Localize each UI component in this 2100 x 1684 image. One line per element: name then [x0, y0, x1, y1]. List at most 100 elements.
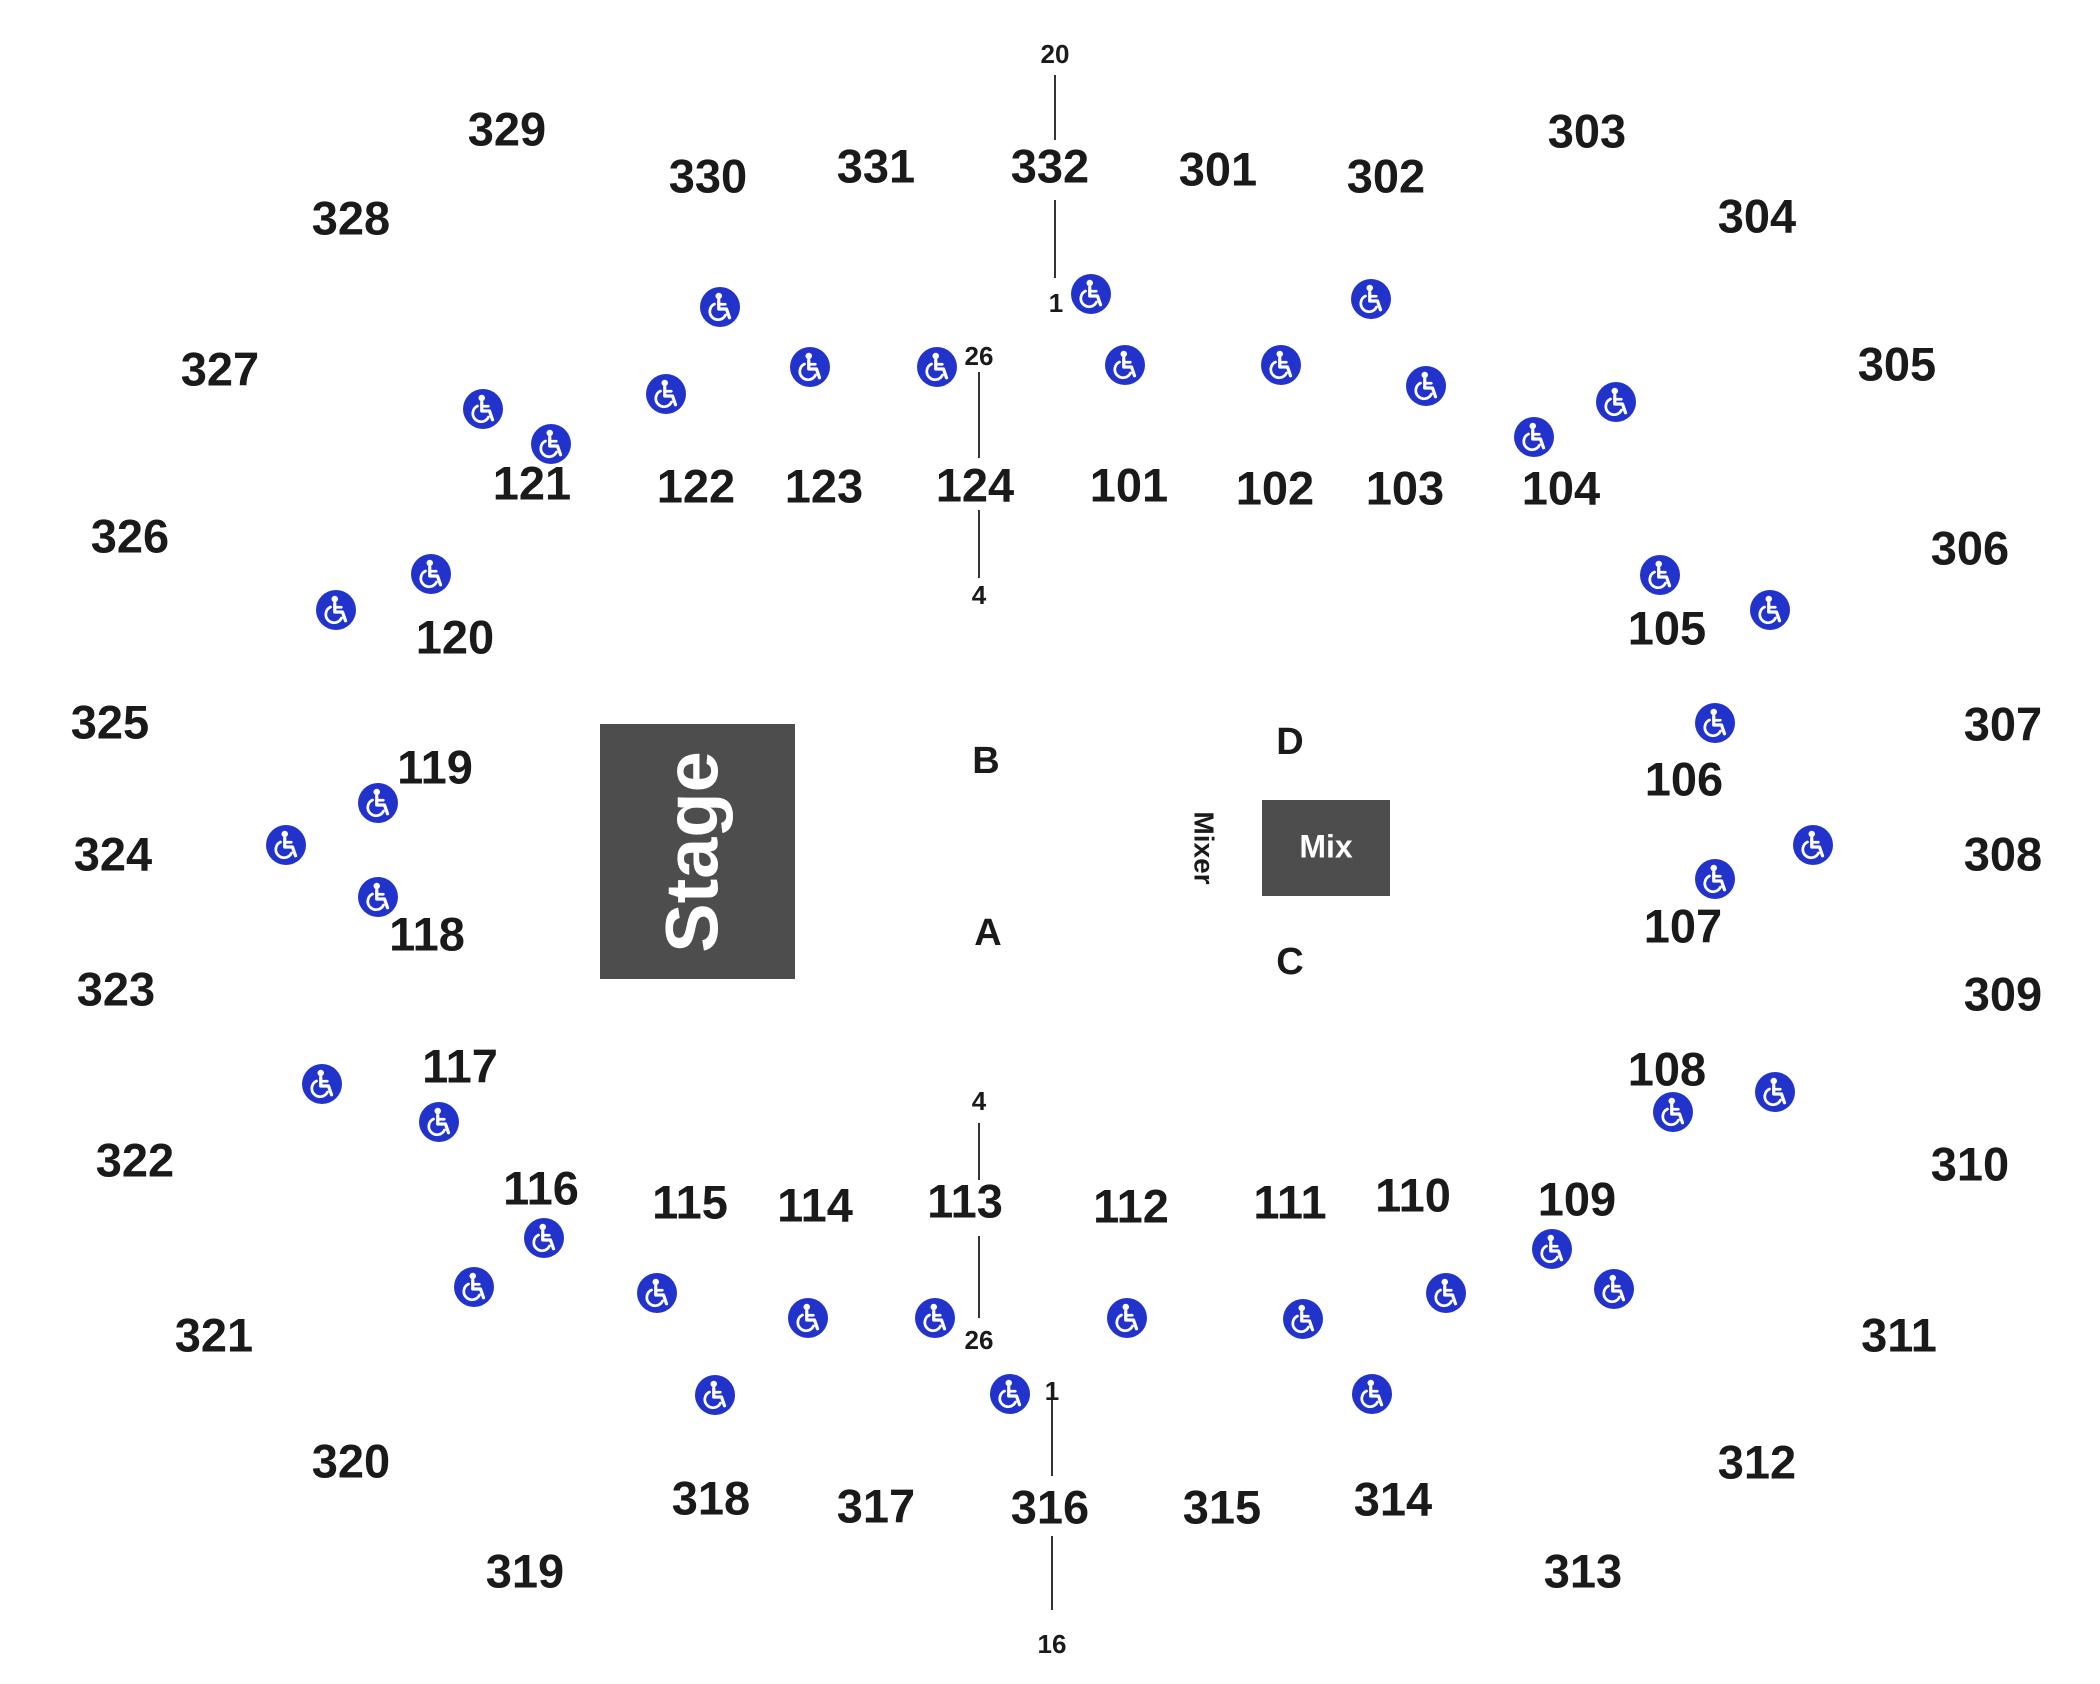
- section-317[interactable]: 317: [837, 1479, 915, 1532]
- section-119[interactable]: 119: [397, 740, 473, 793]
- wheelchair-icon[interactable]: [1596, 382, 1636, 422]
- section-313[interactable]: 313: [1544, 1544, 1622, 1597]
- wheelchair-icon[interactable]: [358, 877, 398, 917]
- section-306[interactable]: 306: [1931, 521, 2009, 574]
- wheelchair-icon[interactable]: [1352, 1374, 1392, 1414]
- wheelchair-icon[interactable]: [302, 1064, 342, 1104]
- wheelchair-icon[interactable]: [1695, 859, 1735, 899]
- wheelchair-icon[interactable]: [1261, 345, 1301, 385]
- section-315[interactable]: 315: [1183, 1480, 1261, 1533]
- section-330[interactable]: 330: [669, 149, 747, 202]
- wheelchair-icon[interactable]: [790, 347, 830, 387]
- section-331[interactable]: 331: [837, 139, 915, 192]
- section-a[interactable]: A: [974, 912, 1001, 954]
- section-323[interactable]: 323: [77, 962, 155, 1015]
- section-327[interactable]: 327: [181, 342, 259, 395]
- section-111[interactable]: 111: [1253, 1175, 1326, 1228]
- wheelchair-icon[interactable]: [1594, 1269, 1634, 1309]
- section-124[interactable]: 124: [936, 458, 1014, 511]
- wheelchair-icon[interactable]: [1640, 555, 1680, 595]
- wheelchair-icon[interactable]: [1406, 366, 1446, 406]
- section-108[interactable]: 108: [1628, 1042, 1706, 1095]
- wheelchair-icon[interactable]: [463, 389, 503, 429]
- wheelchair-icon[interactable]: [1793, 825, 1833, 865]
- wheelchair-icon[interactable]: [524, 1218, 564, 1258]
- section-303[interactable]: 303: [1548, 104, 1626, 157]
- wheelchair-icon[interactable]: [788, 1298, 828, 1338]
- section-322[interactable]: 322: [96, 1133, 174, 1186]
- section-118[interactable]: 118: [389, 907, 465, 960]
- section-305[interactable]: 305: [1858, 337, 1936, 390]
- wheelchair-icon[interactable]: [646, 374, 686, 414]
- section-316[interactable]: 316: [1011, 1480, 1089, 1533]
- section-103[interactable]: 103: [1366, 461, 1444, 514]
- section-112[interactable]: 112: [1093, 1179, 1169, 1232]
- section-101[interactable]: 101: [1090, 458, 1168, 511]
- section-b[interactable]: B: [972, 740, 999, 782]
- wheelchair-icon[interactable]: [1755, 1072, 1795, 1112]
- section-302[interactable]: 302: [1347, 149, 1425, 202]
- section-301[interactable]: 301: [1179, 142, 1257, 195]
- section-320[interactable]: 320: [312, 1434, 390, 1487]
- section-318[interactable]: 318: [672, 1471, 750, 1524]
- wheelchair-icon[interactable]: [1653, 1092, 1693, 1132]
- section-329[interactable]: 329: [468, 102, 546, 155]
- wheelchair-icon[interactable]: [917, 347, 957, 387]
- wheelchair-icon[interactable]: [1105, 345, 1145, 385]
- section-310[interactable]: 310: [1931, 1137, 2009, 1190]
- section-d[interactable]: D: [1276, 721, 1303, 763]
- section-321[interactable]: 321: [175, 1308, 253, 1361]
- section-332[interactable]: 332: [1011, 139, 1089, 192]
- section-106[interactable]: 106: [1645, 752, 1723, 805]
- section-307[interactable]: 307: [1964, 697, 2042, 750]
- section-107[interactable]: 107: [1644, 899, 1722, 952]
- wheelchair-icon[interactable]: [695, 1375, 735, 1415]
- wheelchair-icon[interactable]: [915, 1298, 955, 1338]
- section-121[interactable]: 121: [493, 456, 571, 509]
- wheelchair-icon[interactable]: [454, 1267, 494, 1307]
- section-309[interactable]: 309: [1964, 967, 2042, 1020]
- section-314[interactable]: 314: [1354, 1472, 1432, 1525]
- wheelchair-icon[interactable]: [1514, 417, 1554, 457]
- wheelchair-icon[interactable]: [1532, 1229, 1572, 1269]
- wheelchair-icon[interactable]: [1750, 590, 1790, 630]
- section-308[interactable]: 308: [1964, 827, 2042, 880]
- section-102[interactable]: 102: [1236, 461, 1314, 514]
- wheelchair-icon[interactable]: [637, 1273, 677, 1313]
- section-110[interactable]: 110: [1375, 1168, 1451, 1221]
- wheelchair-icon[interactable]: [266, 825, 306, 865]
- wheelchair-icon[interactable]: [1426, 1273, 1466, 1313]
- section-120[interactable]: 120: [416, 610, 494, 663]
- wheelchair-icon[interactable]: [358, 783, 398, 823]
- section-328[interactable]: 328: [312, 191, 390, 244]
- section-311[interactable]: 311: [1861, 1308, 1937, 1361]
- wheelchair-icon[interactable]: [1283, 1299, 1323, 1339]
- section-114[interactable]: 114: [777, 1178, 853, 1231]
- section-115[interactable]: 115: [652, 1175, 728, 1228]
- wheelchair-icon[interactable]: [700, 287, 740, 327]
- wheelchair-icon[interactable]: [990, 1374, 1030, 1414]
- wheelchair-icon[interactable]: [1351, 279, 1391, 319]
- section-c[interactable]: C: [1276, 941, 1303, 983]
- section-319[interactable]: 319: [486, 1544, 564, 1597]
- section-325[interactable]: 325: [71, 695, 149, 748]
- wheelchair-icon[interactable]: [419, 1102, 459, 1142]
- section-113[interactable]: 113: [927, 1174, 1003, 1227]
- section-326[interactable]: 326: [91, 509, 169, 562]
- wheelchair-icon[interactable]: [531, 424, 571, 464]
- section-324[interactable]: 324: [74, 827, 152, 880]
- section-123[interactable]: 123: [785, 459, 863, 512]
- section-117[interactable]: 117: [422, 1039, 498, 1092]
- section-104[interactable]: 104: [1522, 461, 1600, 514]
- wheelchair-icon[interactable]: [411, 554, 451, 594]
- wheelchair-icon[interactable]: [1695, 703, 1735, 743]
- wheelchair-icon[interactable]: [316, 590, 356, 630]
- wheelchair-icon[interactable]: [1071, 274, 1111, 314]
- section-122[interactable]: 122: [657, 459, 735, 512]
- section-109[interactable]: 109: [1538, 1172, 1616, 1225]
- section-304[interactable]: 304: [1718, 189, 1796, 242]
- section-105[interactable]: 105: [1628, 601, 1706, 654]
- section-312[interactable]: 312: [1718, 1435, 1796, 1488]
- wheelchair-icon[interactable]: [1107, 1298, 1147, 1338]
- section-116[interactable]: 116: [503, 1161, 579, 1214]
